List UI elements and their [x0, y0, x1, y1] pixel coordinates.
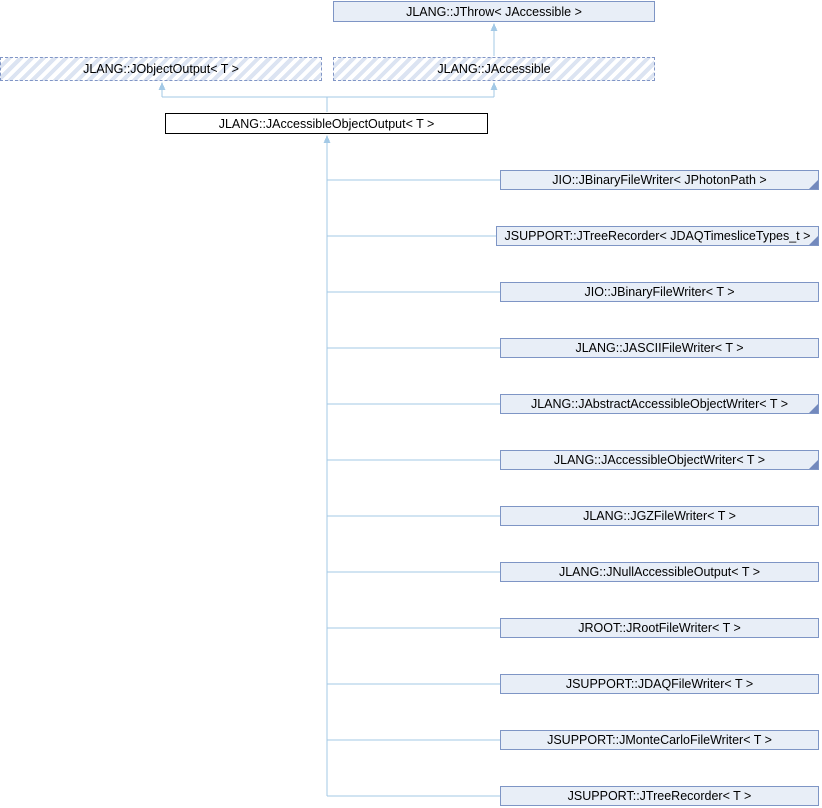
derived-class-node[interactable]: JSUPPORT::JDAQFileWriter< T > [500, 674, 819, 694]
class-label: JLANG::JNullAccessibleOutput< T > [558, 565, 761, 579]
class-label: JLANG::JAccessibleObjectWriter< T > [553, 453, 766, 467]
subclasses-fold-corner-icon [809, 404, 818, 413]
class-label: JIO::JBinaryFileWriter< T > [584, 285, 735, 299]
arrow-up-icon [490, 23, 498, 31]
arrow-up-icon [490, 82, 498, 90]
derived-class-node[interactable]: JLANG::JASCIIFileWriter< T > [500, 338, 819, 358]
derived-class-node[interactable]: JLANG::JAccessibleObjectWriter< T > [500, 450, 819, 470]
class-label: JLANG::JObjectOutput< T > [83, 62, 239, 76]
class-label: JROOT::JRootFileWriter< T > [578, 621, 741, 635]
class-label: JLANG::JAbstractAccessibleObjectWriter< … [530, 397, 789, 411]
arrow-up-icon [158, 82, 166, 90]
class-label: JLANG::JASCIIFileWriter< T > [575, 341, 744, 355]
class-label: JIO::JBinaryFileWriter< JPhotonPath > [552, 173, 767, 187]
subclasses-fold-corner-icon [809, 180, 818, 189]
derived-class-node[interactable]: JLANG::JNullAccessibleOutput< T > [500, 562, 819, 582]
class-label: JSUPPORT::JMonteCarloFileWriter< T > [547, 733, 772, 747]
edge-lines [161, 30, 500, 797]
derived-class-node[interactable]: JLANG::JAbstractAccessibleObjectWriter< … [500, 394, 819, 414]
derived-class-node[interactable]: JIO::JBinaryFileWriter< JPhotonPath > [500, 170, 819, 190]
derived-class-node[interactable]: JLANG::JGZFileWriter< T > [500, 506, 819, 526]
parent-class-node-jobjectoutput: JLANG::JObjectOutput< T > [0, 57, 322, 81]
class-label: JLANG::JAccessibleObjectOutput< T > [218, 116, 435, 131]
class-label: JLANG::JThrow< JAccessible > [406, 4, 582, 19]
derived-class-node[interactable]: JIO::JBinaryFileWriter< T > [500, 282, 819, 302]
parent-class-node-jaccessible: JLANG::JAccessible [333, 57, 655, 81]
base-class-node-jthrow[interactable]: JLANG::JThrow< JAccessible > [333, 1, 655, 22]
subclasses-fold-corner-icon [809, 236, 818, 245]
arrow-up-icon [323, 135, 331, 143]
derived-class-node[interactable]: JSUPPORT::JTreeRecorder< T > [500, 786, 819, 806]
derived-class-node[interactable]: JSUPPORT::JMonteCarloFileWriter< T > [500, 730, 819, 750]
class-label: JLANG::JGZFileWriter< T > [583, 509, 736, 523]
derived-class-node[interactable]: JSUPPORT::JTreeRecorder< JDAQTimesliceTy… [496, 226, 819, 246]
focus-class-node: JLANG::JAccessibleObjectOutput< T > [165, 113, 488, 134]
derived-class-node[interactable]: JROOT::JRootFileWriter< T > [500, 618, 819, 638]
class-label: JSUPPORT::JTreeRecorder< JDAQTimesliceTy… [504, 229, 811, 243]
class-label: JSUPPORT::JTreeRecorder< T > [567, 789, 752, 803]
class-label: JLANG::JAccessible [437, 62, 551, 76]
arrowhead-icons [158, 23, 498, 143]
subclasses-fold-corner-icon [809, 460, 818, 469]
class-label: JSUPPORT::JDAQFileWriter< T > [565, 677, 754, 691]
